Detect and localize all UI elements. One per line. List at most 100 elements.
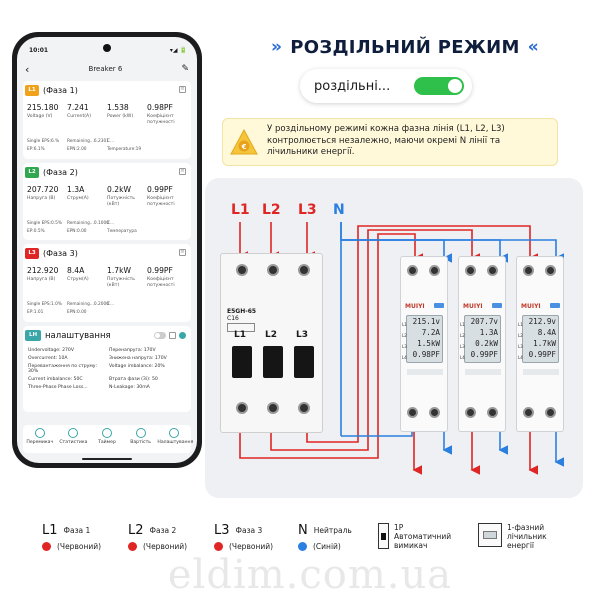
legend-code: L3	[214, 523, 230, 538]
terminal-screw-icon	[429, 407, 440, 418]
meter-voltage: 207.7v	[470, 317, 498, 326]
smartphone: 10:01 ▾◢ 🔋 ‹ Breaker 6 ✎ L1(Фаза 1) ≡ 215.…	[12, 32, 202, 468]
mode-selector[interactable]: роздільні...	[300, 69, 472, 103]
footer-item: C...	[107, 302, 115, 307]
footer-item: Remaining...6.2301	[67, 139, 109, 144]
status-icons: ▾◢ 🔋	[169, 46, 187, 54]
terminal-screw-icon	[465, 407, 476, 418]
copy-icon[interactable]	[169, 332, 176, 339]
tab-settings[interactable]: Налаштування	[157, 425, 193, 453]
setting-item[interactable]: Втрата фази (Зі): 50	[109, 377, 158, 382]
legend-label: 1P Автоматичний вимикач	[394, 523, 452, 550]
legend-dot	[214, 542, 223, 551]
setting-item[interactable]: Знижена напруга: 170V	[109, 356, 167, 361]
meter-pf: 0.98PF	[412, 350, 440, 359]
lcd-side-label: L3	[518, 344, 523, 349]
details-icon[interactable]: ≡	[179, 168, 186, 175]
breaker-lever[interactable]	[232, 346, 252, 378]
settings-toggle[interactable]	[154, 332, 166, 339]
metric-value: 212.920	[27, 266, 59, 275]
setting-item[interactable]: Voltage imbalance: 20%	[109, 364, 165, 369]
edit-icon[interactable]: ✎	[181, 64, 189, 74]
chevron-left-icon: «	[527, 37, 540, 57]
meter-current: 7.2A	[421, 328, 440, 337]
setting-item[interactable]: Current imbalance: 50C	[28, 377, 83, 382]
legend-label: 1-фазний лічильник енергії	[507, 523, 547, 550]
wifi-badge	[434, 303, 444, 308]
setting-item[interactable]: Перевантаження по струму: 30%	[28, 364, 98, 374]
terminal-screw-icon	[487, 407, 498, 418]
status-bar: 10:01 ▾◢ 🔋	[29, 45, 187, 55]
circuit-breaker: E5GH-65 C16 L1 L2 L3	[220, 253, 323, 433]
settings-tag: LH	[25, 330, 41, 341]
settings-card[interactable]: LH налаштування Undervoltage: 270V Перена…	[23, 326, 191, 412]
legend-code: L2	[128, 523, 144, 538]
screen-title: Breaker 6	[88, 65, 123, 73]
details-icon[interactable]: ≡	[179, 86, 186, 93]
breaker-lever[interactable]	[294, 346, 314, 378]
setting-item[interactable]: Three-Phase Phase Loss...	[28, 385, 88, 390]
breaker-pole: L1	[229, 260, 255, 428]
terminal-screw-icon	[407, 407, 418, 418]
back-icon[interactable]: ‹	[25, 62, 30, 76]
metric-value: 1.538	[107, 103, 129, 112]
camera-hole	[103, 44, 111, 52]
lcd-side-label: L4	[460, 355, 465, 360]
setting-item[interactable]: Перенапруга: 170V	[109, 348, 156, 353]
meter-voltage: 212.9v	[528, 317, 556, 326]
breaker-lever[interactable]	[263, 346, 283, 378]
metric-value: 1.7kW	[107, 266, 131, 275]
l1-to-meter	[239, 233, 423, 459]
tab-stats[interactable]: Статистика	[57, 425, 91, 453]
legend-dot	[298, 542, 307, 551]
metric-value: 7.241	[67, 103, 89, 112]
page-title: РОЗДІЛЬНИЙ РЕЖИМ	[290, 36, 520, 58]
setting-item[interactable]: N-Leakage: 30mA	[109, 385, 150, 390]
line-label-l2: L2	[262, 202, 281, 218]
tab-cost[interactable]: Вартість	[124, 425, 158, 453]
phase-title: (Фаза 3)	[43, 248, 78, 258]
footer-item: Single EPS:1.0%	[27, 302, 62, 307]
tab-label: Статистика	[59, 440, 88, 445]
lcd-side-label: L1	[518, 322, 523, 327]
mode-toggle[interactable]	[414, 77, 464, 95]
metric-label: Коефіцієнт потужності	[147, 114, 175, 125]
tab-power[interactable]: Перемикач	[23, 425, 57, 453]
refresh-icon[interactable]	[179, 332, 186, 339]
lcd-side-label: L3	[460, 344, 465, 349]
meter-brand: MUIYI	[405, 303, 425, 310]
phase-tag: L2	[25, 166, 39, 178]
footer-item: EPN:0.00	[67, 229, 87, 234]
phase-header: L1(Фаза 1)	[25, 84, 78, 96]
status-time: 10:01	[29, 46, 49, 54]
details-icon[interactable]: ≡	[179, 249, 186, 256]
settings-header: LH налаштування	[25, 330, 111, 341]
metric-value: 0.2kW	[107, 185, 131, 194]
wifi-badge	[550, 303, 560, 308]
phase-title: (Фаза 2)	[43, 167, 78, 177]
setting-item[interactable]: Undervoltage: 270V	[28, 348, 74, 353]
lcd-side-label: L2	[460, 333, 465, 338]
tab-label: Вартість	[130, 440, 151, 445]
x	[341, 222, 398, 440]
breaker-model: E5GH-65	[227, 308, 257, 315]
metric-value: 1.3A	[67, 185, 85, 194]
setting-item[interactable]: Overcurrent: 10A	[28, 356, 68, 361]
legend-code: N	[298, 523, 308, 538]
tab-timer[interactable]: Таймер	[90, 425, 124, 453]
